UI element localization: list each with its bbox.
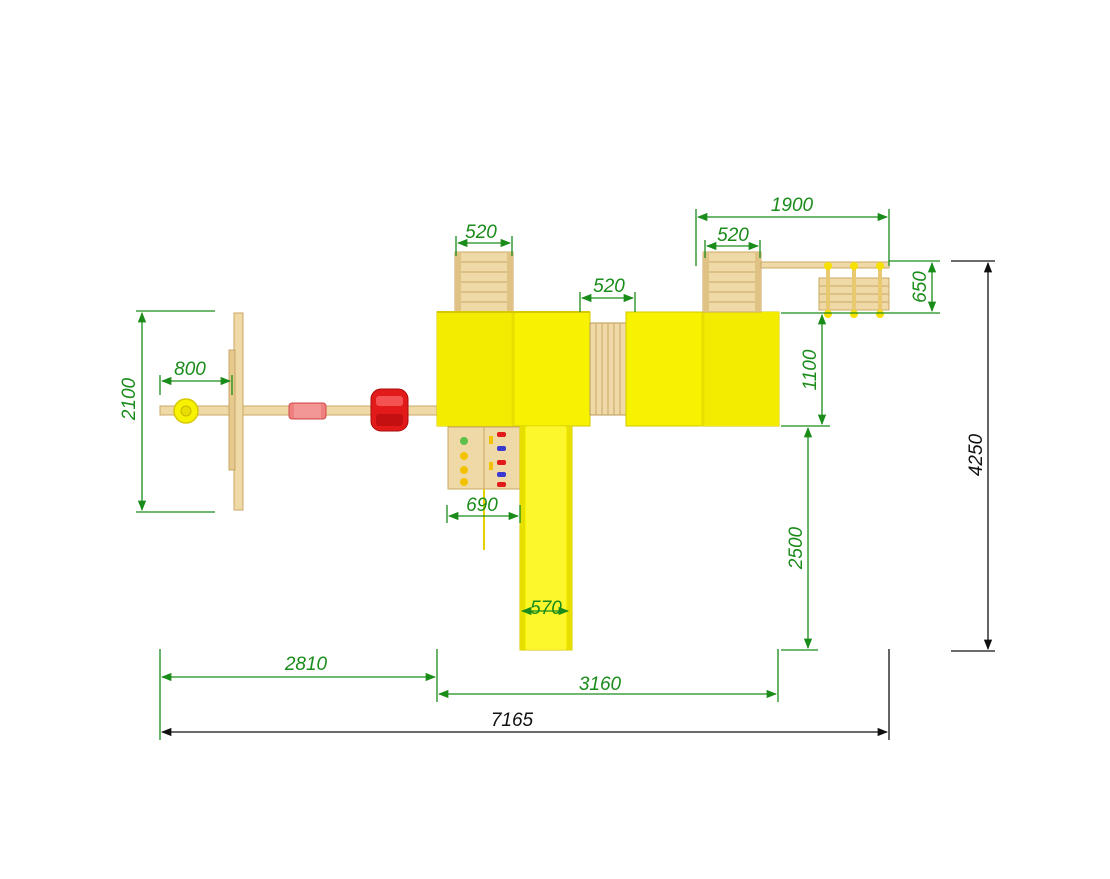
- dimension-labels: 2100 800 520 520 1900 520 650 1100 690 2…: [119, 195, 987, 731]
- dimension-lines: [136, 209, 995, 740]
- dim-left-height: 2100: [119, 377, 140, 421]
- baby-seat-swing: [370, 388, 409, 432]
- dim-center-length: 3160: [579, 674, 622, 695]
- playground-structure: [159, 251, 890, 651]
- dim-left-tower-width: 520: [465, 222, 497, 243]
- dim-right-tower-width: 520: [717, 225, 749, 246]
- dim-right-group-width: 1900: [771, 195, 814, 216]
- bridge: [589, 322, 627, 416]
- climbing-wall: [447, 426, 521, 550]
- dim-total-length: 7165: [491, 710, 534, 731]
- swing-frame-brace: [228, 349, 236, 471]
- dim-right-group-depth: 650: [910, 271, 931, 303]
- dim-slide-width: 570: [530, 598, 562, 619]
- nest-swing: [173, 398, 199, 424]
- dim-climbing-wall: 690: [466, 495, 498, 516]
- dim-total-depth: 4250: [966, 433, 987, 476]
- right-tower-ladder: [702, 251, 762, 313]
- dim-roof-depth: 1100: [800, 349, 821, 390]
- dim-bridge-width: 520: [593, 276, 625, 297]
- dim-left-length: 2810: [284, 654, 328, 675]
- left-tower-roof: [436, 311, 591, 427]
- left-tower-ladder: [454, 251, 514, 313]
- monkey-bars: [760, 261, 890, 318]
- right-tower-roof: [625, 311, 780, 427]
- dim-swing-arm: 800: [174, 359, 206, 380]
- dim-slide-length: 2500: [786, 526, 807, 570]
